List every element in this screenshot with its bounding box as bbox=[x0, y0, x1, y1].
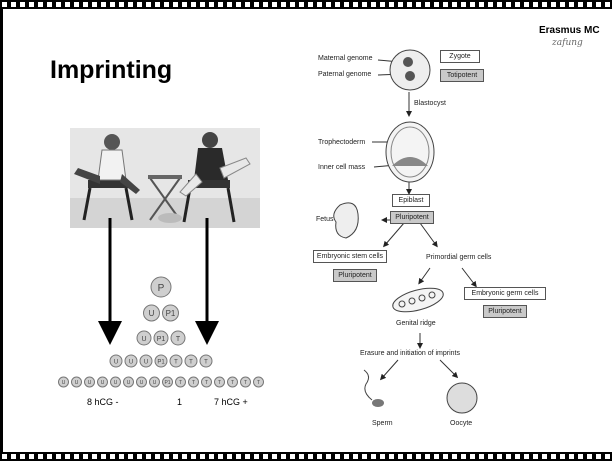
label-trophectoderm: Trophectoderm bbox=[318, 139, 366, 146]
pedigree-node-label: U bbox=[144, 359, 148, 365]
pedigree-node-label: P bbox=[158, 283, 165, 294]
pedigree-node-label: T bbox=[192, 380, 195, 386]
pedigree-node-label: U bbox=[141, 336, 146, 343]
pedigree-node-label: U bbox=[75, 380, 79, 386]
pedigree-node-label: U bbox=[153, 380, 157, 386]
label-erasure: Erasure and initiation of imprints bbox=[360, 350, 460, 357]
film-strip-bottom bbox=[0, 452, 612, 461]
pedigree-node bbox=[169, 354, 183, 368]
box-pluripotent-esc: Pluripotent bbox=[333, 269, 377, 282]
couple-on-chairs-photo bbox=[70, 128, 260, 228]
pedigree-node bbox=[188, 376, 199, 388]
pedigree-node bbox=[139, 354, 153, 368]
box-embryonic-stem-cells: Embryonic stem cells bbox=[313, 250, 387, 263]
pedigree-node-label: U bbox=[140, 380, 144, 386]
pedigree-node-label: T bbox=[257, 380, 260, 386]
box-embryonic-germ-cells: Embryonic germ cells bbox=[464, 287, 546, 300]
pedigree-node-label: T bbox=[244, 380, 247, 386]
pedigree-node bbox=[71, 376, 82, 388]
pedigree-node bbox=[162, 376, 173, 388]
pedigree-node bbox=[143, 304, 160, 322]
label-maternal-genome: Maternal genome bbox=[318, 55, 373, 62]
pedigree-node bbox=[240, 376, 251, 388]
pedigree-node-label: T bbox=[218, 380, 221, 386]
pedigree-node bbox=[123, 376, 134, 388]
left-border bbox=[0, 9, 3, 452]
erasmus-mc-logo: Erasmus MC bbox=[539, 25, 600, 36]
pedigree-node bbox=[110, 376, 121, 388]
pedigree-node bbox=[97, 376, 108, 388]
logo-signature: zafung bbox=[552, 38, 583, 48]
label-paternal-genome: Paternal genome bbox=[318, 71, 372, 78]
box-pluripotent-egc: Pluripotent bbox=[483, 305, 527, 318]
pedigree-node-label: T bbox=[204, 359, 208, 365]
pedigree-node bbox=[150, 276, 172, 298]
pedigree-node bbox=[199, 354, 213, 368]
box-pluripotent-epiblast: Pluripotent bbox=[390, 211, 434, 224]
pedigree-node bbox=[153, 330, 169, 346]
slide-title: Imprinting bbox=[50, 56, 173, 84]
label-sperm: Sperm bbox=[372, 420, 393, 427]
box-totipotent: Totipotent bbox=[440, 69, 484, 82]
pedigree-node-label: T bbox=[174, 359, 178, 365]
pedigree-node bbox=[136, 376, 147, 388]
hcg-negative-label: 8 hCG - bbox=[87, 397, 119, 407]
pedigree-node-label: U bbox=[127, 380, 131, 386]
genital-ridge-shape bbox=[392, 287, 444, 313]
pedigree-node-label: U bbox=[114, 359, 118, 365]
box-epiblast: Epiblast bbox=[392, 194, 430, 207]
pedigree-node-label: U bbox=[62, 380, 66, 386]
pedigree-node-label: U bbox=[114, 380, 118, 386]
pedigree-node bbox=[201, 376, 212, 388]
pedigree-node-label: T bbox=[189, 359, 193, 365]
pedigree-node-label: U bbox=[101, 380, 105, 386]
oocyte-shape bbox=[446, 382, 478, 414]
pedigree-node-label: U bbox=[129, 359, 133, 365]
pedigree-node-label: T bbox=[179, 380, 182, 386]
label-blastocyst: Blastocyst bbox=[414, 100, 446, 107]
pedigree-node bbox=[184, 354, 198, 368]
box-zygote: Zygote bbox=[440, 50, 480, 63]
pedigree-node-label: P1 bbox=[157, 359, 165, 365]
pedigree-node bbox=[154, 354, 168, 368]
hcg-positive-label: 7 hCG + bbox=[214, 397, 248, 407]
pedigree-node bbox=[162, 304, 179, 322]
pedigree-node-label: T bbox=[176, 336, 181, 343]
hcg-middle-label: 1 bbox=[177, 397, 183, 407]
pedigree-node-label: U bbox=[88, 380, 92, 386]
film-strip-top bbox=[0, 0, 612, 9]
pedigree-node-label: P1 bbox=[164, 380, 170, 386]
pedigree-node bbox=[124, 354, 138, 368]
pedigree-node bbox=[170, 330, 186, 346]
pedigree-node-label: P1 bbox=[157, 336, 166, 343]
pedigree-node bbox=[227, 376, 238, 388]
blastocyst-cell bbox=[385, 121, 435, 183]
pedigree-node-label: U bbox=[149, 309, 155, 318]
pedigree-node bbox=[149, 376, 160, 388]
pedigree-node-label: T bbox=[205, 380, 208, 386]
zygote-cell bbox=[389, 49, 431, 91]
pedigree-node bbox=[253, 376, 264, 388]
pedigree-node bbox=[214, 376, 225, 388]
label-primordial-germ-cells: Primordial germ cells bbox=[426, 254, 492, 261]
label-inner-cell-mass: Inner cell mass bbox=[318, 164, 366, 171]
pedigree-node bbox=[109, 354, 123, 368]
pedigree-node bbox=[136, 330, 152, 346]
pedigree-node bbox=[175, 376, 186, 388]
sperm-shape bbox=[372, 399, 384, 407]
pedigree-node bbox=[84, 376, 95, 388]
label-genital-ridge: Genital ridge bbox=[396, 320, 436, 327]
label-oocyte: Oocyte bbox=[450, 420, 473, 427]
pedigree-node-label: T bbox=[231, 380, 234, 386]
pedigree-node-label: P1 bbox=[166, 309, 176, 318]
fetus-shape bbox=[333, 202, 359, 239]
label-fetus: Fetus bbox=[316, 216, 334, 223]
pedigree-node bbox=[58, 376, 69, 388]
